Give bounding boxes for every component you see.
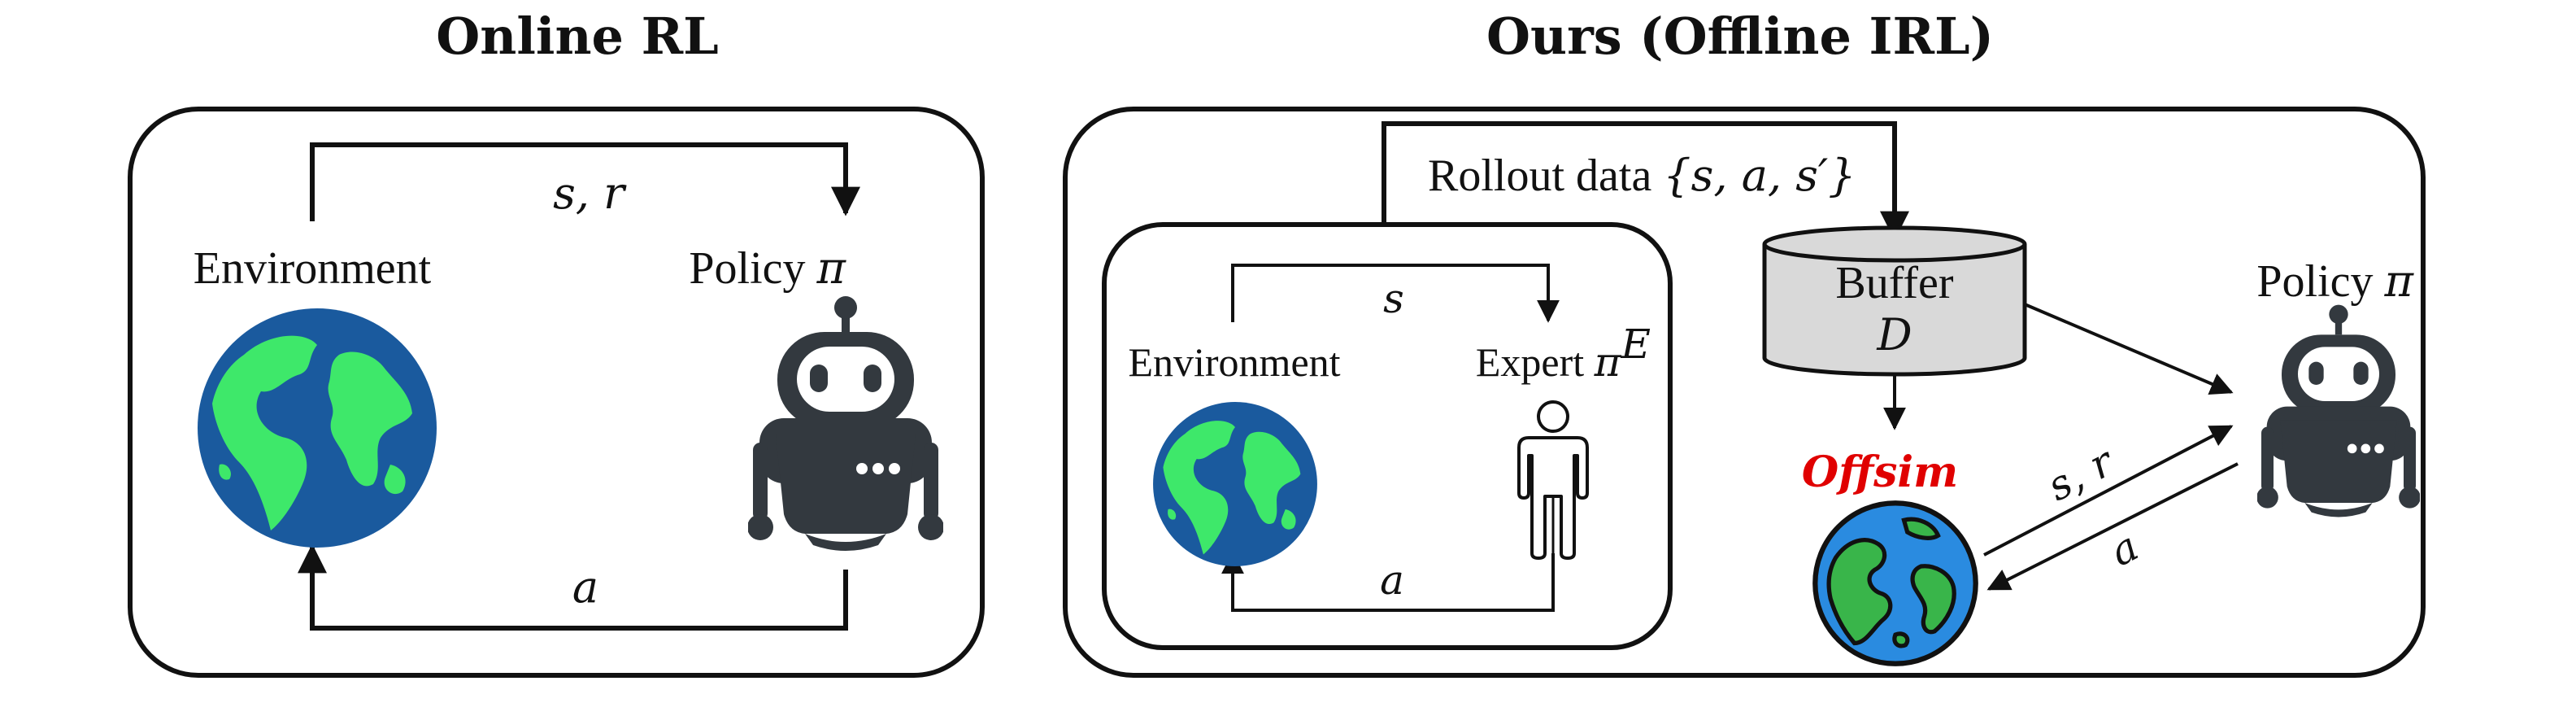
offline-irl-panel <box>1063 107 2426 678</box>
inner-earth-globe-icon <box>1153 402 1317 566</box>
edge-env-to-expert <box>1231 264 1560 323</box>
inner-edge-label-a: a <box>1380 557 1404 604</box>
edge-label-a-offsim: a <box>2103 522 2146 575</box>
environment-label: Environment <box>194 243 432 294</box>
edge-label-s-r: s, r <box>553 168 627 219</box>
robot-icon <box>747 296 944 551</box>
title-offline-irl: Ours (Offline IRL) <box>1486 7 1994 66</box>
policy-label: Policy π <box>689 242 846 294</box>
edge-label-a: a <box>572 561 598 613</box>
right-robot-icon <box>2256 305 2421 517</box>
buffer-symbol: D <box>1876 309 1912 360</box>
earth-globe-icon <box>198 308 437 548</box>
person-outline-icon <box>1517 400 1589 560</box>
inner-environment-label: Environment <box>1128 339 1340 385</box>
edge-label-s-r-offsim: s, r <box>2040 437 2123 510</box>
offsim-label: Offsim <box>1802 448 1958 497</box>
database-cylinder-icon <box>1762 225 2027 377</box>
edge-env-to-policy <box>310 142 860 221</box>
right-policy-label: Policy π <box>2256 255 2414 307</box>
rollout-data-label: Rollout data {s, a, s′} <box>1428 150 1856 201</box>
edge-policy-to-offsim <box>1986 462 2239 591</box>
edge-rollout-to-buffer <box>1382 121 1909 241</box>
expert-label: Expert πE <box>1476 321 1651 386</box>
edge-expert-to-env <box>1221 551 1555 612</box>
title-online-rl: Online RL <box>436 7 718 66</box>
online-rl-panel <box>128 107 985 678</box>
buffer-label: Buffer <box>1835 258 1953 308</box>
edge-offsim-to-policy <box>1983 425 2234 557</box>
expert-rollout-panel <box>1102 222 1673 650</box>
edge-policy-to-env <box>298 544 848 631</box>
offsim-earth-icon <box>1815 503 1975 663</box>
edge-buffer-to-policy <box>2024 303 2234 395</box>
inner-edge-label-s: s <box>1383 275 1404 322</box>
